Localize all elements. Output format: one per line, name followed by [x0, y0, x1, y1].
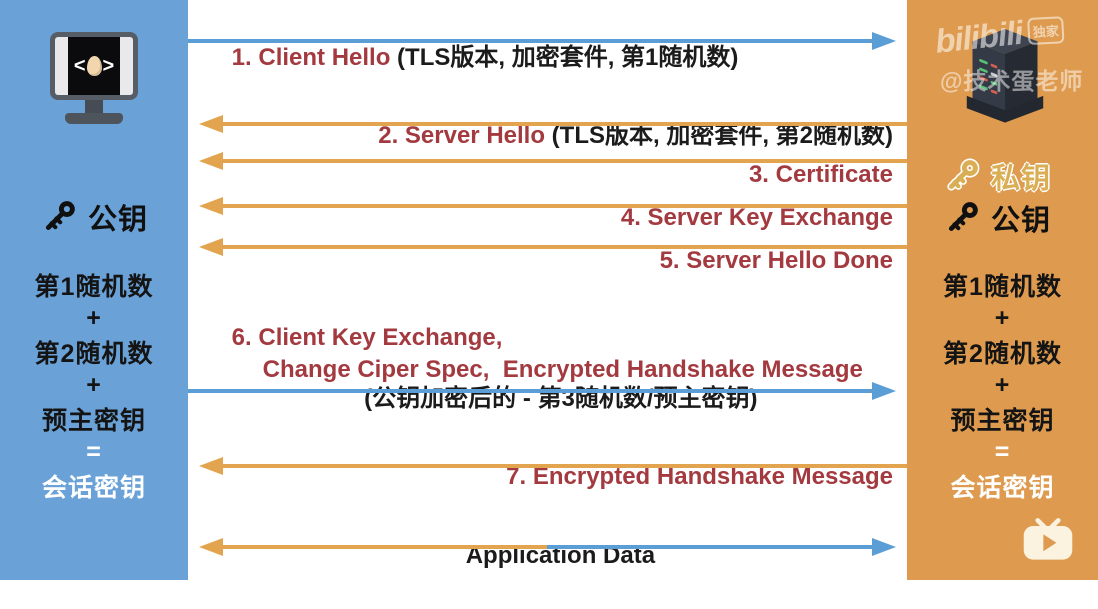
server-panel: bilibili 独家 @技术蛋老师 — [907, 0, 1098, 580]
angle-left-glyph: < — [73, 54, 86, 77]
message-server-hello: 2. Server Hello (TLS版本, 加密套件, 第2随机数) — [188, 91, 893, 149]
server-public-key-row: 公钥 — [945, 197, 1051, 239]
server-private-key-label: 私钥 — [991, 163, 1052, 195]
message-label: 4. Server Key Exchange — [620, 204, 893, 231]
client-public-key-label: 公钥 — [88, 204, 149, 236]
message-label: 5. Server Hello Done — [659, 247, 893, 274]
message-client-key-exchange-line2: Change Ciper Spec, Encrypted Handshake M… — [188, 325, 893, 383]
arrow-server-hello-done — [190, 237, 907, 257]
arrow-client-key-exchange — [188, 381, 905, 401]
formula-plus: + — [86, 370, 102, 399]
formula-plus: + — [994, 370, 1011, 399]
formula-plus: + — [994, 303, 1011, 332]
formula-equals: = — [994, 437, 1011, 466]
key-icon — [948, 202, 978, 232]
monitor-neck — [85, 100, 103, 113]
monitor-screen: < > — [68, 37, 120, 95]
message-server-hello-done: 5. Server Hello Done — [188, 216, 893, 274]
key-icon — [947, 158, 980, 191]
message-label: 2. Server Hello — [378, 122, 545, 149]
client-session-key-formula: 第1随机数 + 第2随机数 + 预主密钥 = 会话密钥 — [0, 268, 188, 503]
message-client-key-exchange-line1: 6. Client Key Exchange, — [188, 293, 893, 351]
monitor-frame: < > — [50, 32, 138, 100]
monitor-screen-right-bar — [120, 37, 133, 95]
formula-equals: = — [86, 437, 102, 466]
arrowhead-right-icon — [872, 538, 905, 556]
key-icon — [45, 201, 75, 231]
formula-line: 第2随机数 — [34, 339, 154, 368]
formula-result: 会话密钥 — [950, 473, 1055, 502]
message-label: 6. Client Key Exchange, — [231, 324, 503, 351]
monitor-screen-left-bar — [55, 37, 68, 95]
arrow-encrypted-handshake — [190, 456, 907, 476]
message-label: 3. Certificate — [748, 161, 893, 188]
message-client-key-exchange-detail: (公钥加密后的 - 第3随机数/预主密钥) — [188, 354, 907, 412]
server-public-key-label: 公钥 — [991, 205, 1052, 237]
formula-line: 预主密钥 — [41, 406, 146, 435]
arrow-server-hello — [190, 114, 907, 134]
message-client-hello: 1. Client Hello (TLS版本, 加密套件, 第1随机数) — [188, 13, 893, 71]
formula-line: 第1随机数 — [34, 272, 154, 301]
author-watermark: @技术蛋老师 — [940, 68, 1084, 94]
message-certificate: 3. Certificate — [188, 130, 893, 188]
client-monitor-icon: < > — [50, 32, 138, 124]
formula-line: 第1随机数 — [943, 272, 1062, 301]
message-label: Change Ciper Spec, Encrypted Handshake M… — [262, 356, 863, 383]
exclusive-badge: 独家 — [1027, 15, 1065, 45]
bilibili-tv-icon — [1023, 518, 1073, 560]
angle-right-glyph: > — [102, 54, 115, 77]
arrow-certificate — [190, 151, 907, 171]
message-server-key-exchange: 4. Server Key Exchange — [188, 173, 893, 231]
server-session-key-formula: 第1随机数 + 第2随机数 + 预主密钥 = 会话密钥 — [907, 268, 1098, 503]
arrow-application-data — [190, 537, 905, 557]
server-private-key-row: 私钥 — [945, 155, 1051, 197]
client-public-key-row: 公钥 — [42, 196, 148, 238]
arrow-client-hello — [188, 31, 905, 51]
message-detail: (TLS版本, 加密套件, 第1随机数) — [390, 44, 739, 71]
formula-line: 预主密钥 — [950, 406, 1055, 435]
formula-result: 会话密钥 — [41, 473, 146, 502]
message-label: 1. Client Hello — [231, 44, 391, 71]
arrowhead-right-icon — [872, 382, 905, 400]
message-detail: (TLS版本, 加密套件, 第2随机数) — [545, 122, 893, 149]
monitor-stand — [65, 113, 123, 124]
arrowhead-right-icon — [872, 32, 905, 50]
formula-line: 第2随机数 — [943, 339, 1062, 368]
server-tower-icon — [966, 28, 1044, 123]
egg-logo-icon — [86, 56, 102, 76]
formula-plus: + — [86, 303, 102, 332]
arrow-server-key-exchange — [190, 196, 907, 216]
client-panel: < > 公钥 第1随机数 + 第2随机数 + 预主密钥 — [0, 0, 188, 580]
